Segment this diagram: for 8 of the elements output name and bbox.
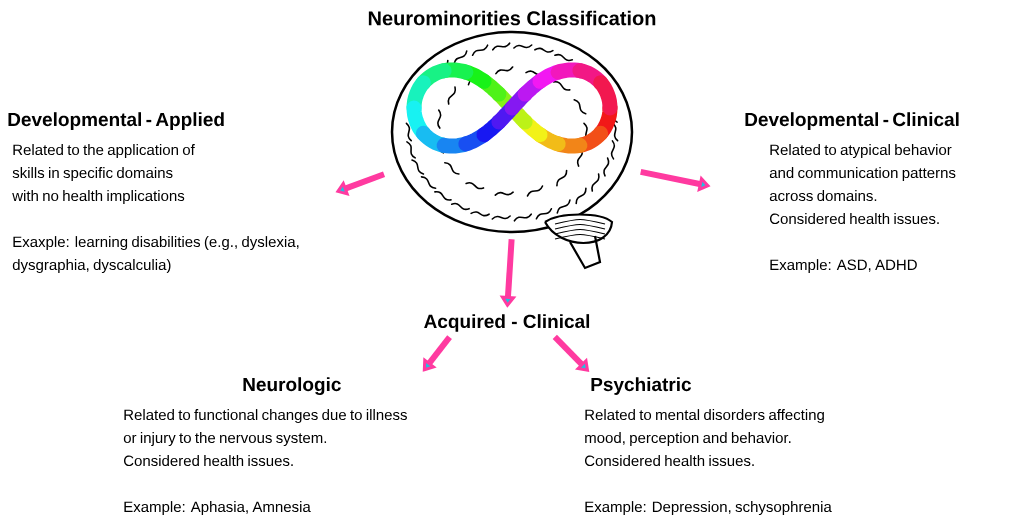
category-text: Psychiatric Related to mental disorders affecting mood, perception and behavior. Considered health issues. Example: Depression, schysophrenia	[585, 377, 832, 516]
category-text: Developmental - Clinical Related to atypical behavior and communication patterns across domains. Considered health issues. Example: ASD, ADHD	[745, 112, 959, 274]
category-text: Neurologic Related to functional changes due to illness or injury to the nervous system. Considered health issues. Example: Aphasia, Amnesia	[123, 377, 407, 516]
title: Neurominorities Classification	[368, 10, 656, 26]
arrow	[422, 335, 452, 372]
category-heading: Acquired - Clinical	[424, 314, 590, 332]
category-text: Developmental - Applied Related to the application of skills in specific domains with no health implications Exaxple: learning disabilities (e.g., dyslexia, dysgraphia, dyscalculia)	[8, 112, 299, 274]
brain-drawing	[390, 30, 634, 270]
